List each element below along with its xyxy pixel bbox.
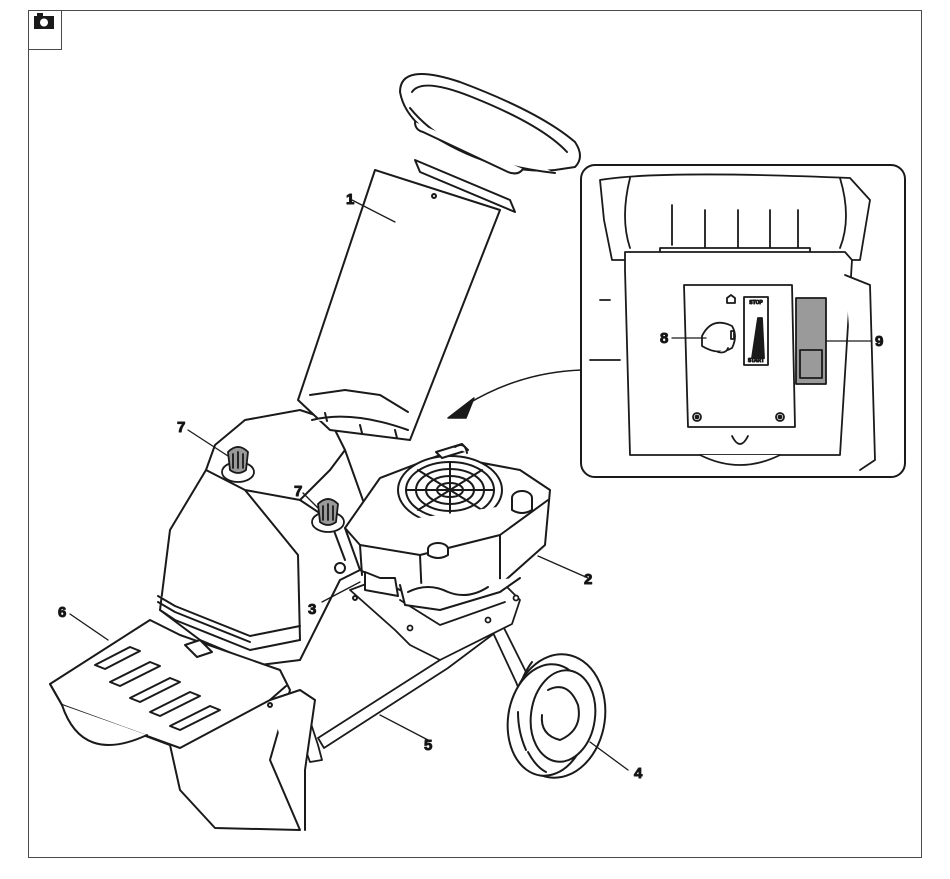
camera-icon xyxy=(34,13,54,29)
callout-8: 8 xyxy=(660,330,668,347)
callout-4: 4 xyxy=(634,765,643,782)
pointer-arrow xyxy=(448,370,582,418)
stop-label: STOP xyxy=(749,300,763,306)
callout-6: 6 xyxy=(58,604,66,621)
callout-7-lower: 7 xyxy=(294,483,302,500)
callout-9: 9 xyxy=(875,333,883,350)
callout-7-upper: 7 xyxy=(177,419,185,436)
callout-2: 2 xyxy=(584,571,592,588)
feed-funnel xyxy=(298,74,580,440)
housing xyxy=(158,410,380,665)
callout-3: 3 xyxy=(308,601,316,618)
start-label: START xyxy=(748,358,764,364)
callout-1: 1 xyxy=(346,191,354,208)
inset-detail: STOP START xyxy=(581,165,905,477)
callout-5: 5 xyxy=(424,737,432,754)
engine xyxy=(335,444,550,610)
